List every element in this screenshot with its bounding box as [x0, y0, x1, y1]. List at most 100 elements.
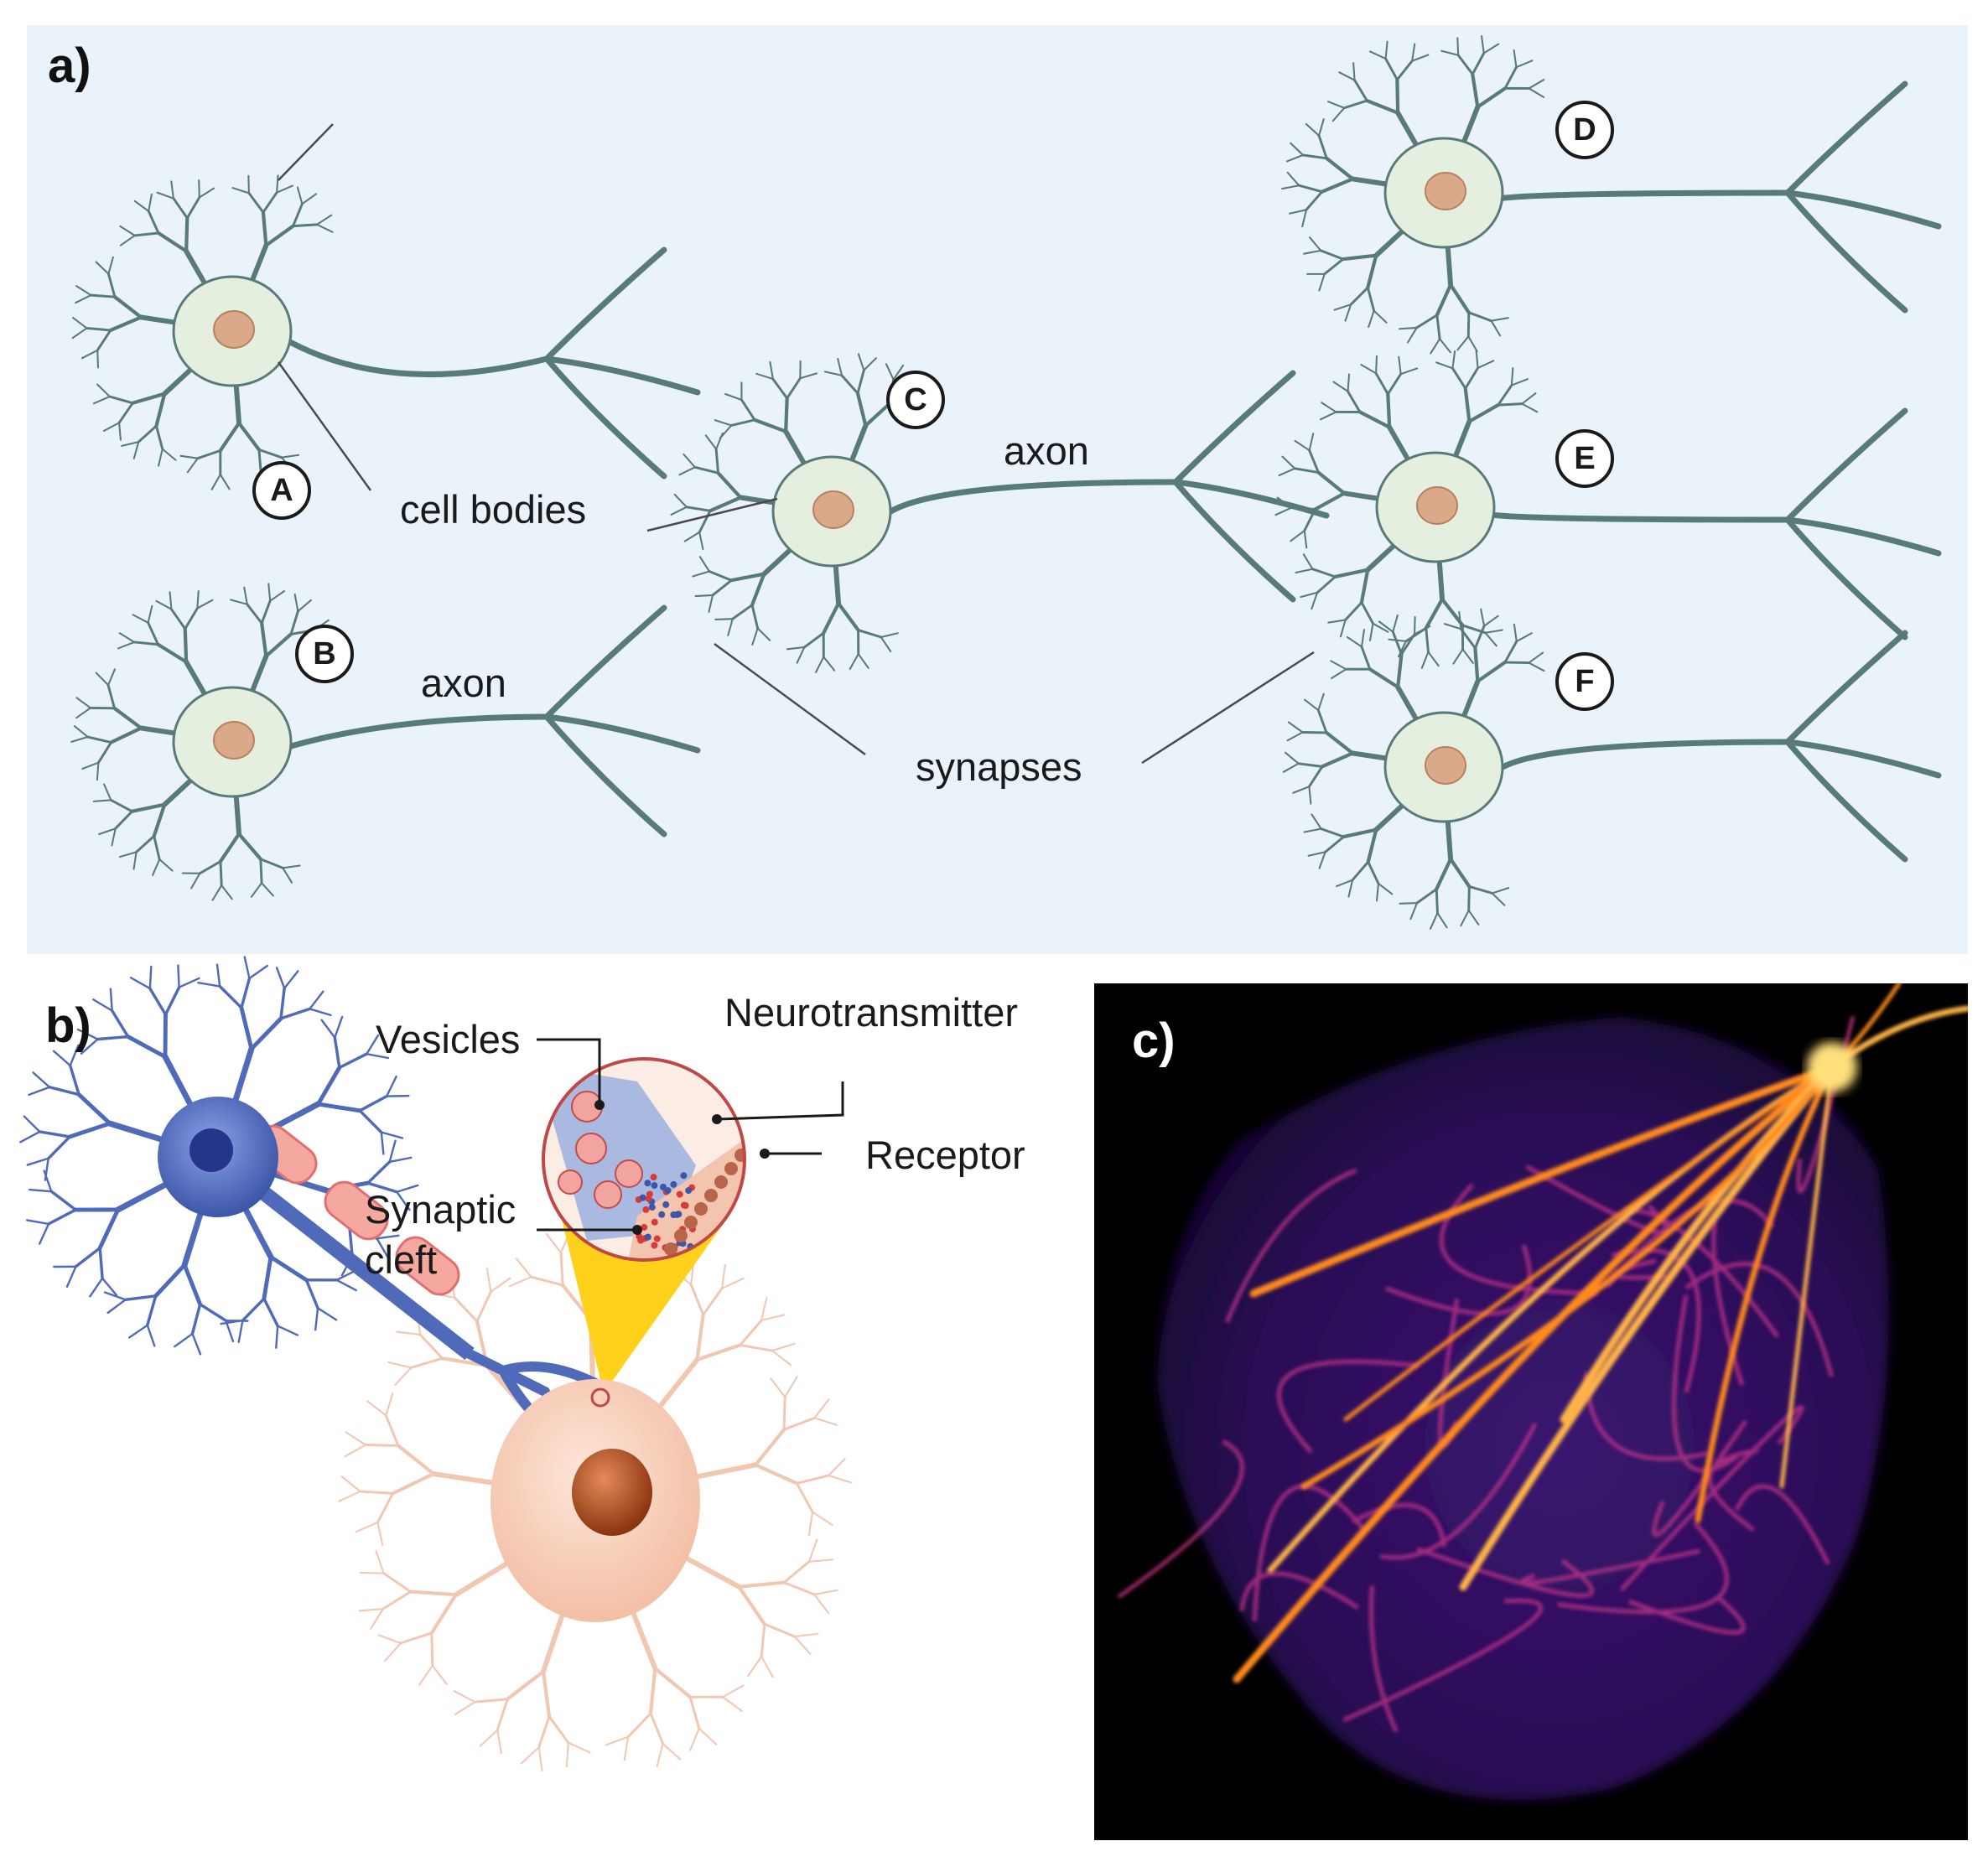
dendrite [1467, 403, 1500, 423]
presynaptic-dendrite [148, 987, 168, 1016]
dendrite [264, 632, 293, 658]
dendrite [670, 506, 688, 516]
panel-c-fluorescence-image: c) [1094, 983, 1968, 1840]
dendrite [1368, 309, 1375, 329]
postsynaptic-dendrite [364, 1444, 400, 1447]
dendrite [243, 586, 248, 605]
neurotransmitter-dot [651, 1242, 658, 1249]
dendrite [158, 448, 164, 467]
neurotransmitter-label: Neurotransmitter [724, 990, 1018, 1035]
vesicle [615, 1159, 643, 1188]
zoom-cone [562, 1220, 726, 1393]
postsynaptic-dendrite [760, 1622, 766, 1658]
dendrite [1407, 326, 1418, 344]
postsynaptic-dendrite [648, 1666, 657, 1715]
axon-terminal [1784, 80, 1908, 196]
dendrite [196, 599, 214, 609]
dendrite [117, 640, 136, 650]
dendrite [1341, 253, 1378, 262]
postsynaptic-dendrite [656, 1742, 664, 1768]
dendrite [132, 851, 138, 870]
myelin-sheath [395, 1236, 460, 1296]
receptor-label: Receptor [865, 1133, 1025, 1177]
axon-terminal [543, 604, 667, 720]
dendrite [698, 556, 710, 573]
postsynaptic-dendrite [605, 1735, 630, 1746]
dendrite [1497, 384, 1513, 407]
postsynaptic-dendrite [506, 1669, 546, 1701]
dendrite [1480, 608, 1486, 627]
dendrite [1330, 668, 1347, 680]
dendrite [1451, 350, 1456, 370]
postsynaptic-dendrite [490, 1277, 511, 1293]
dendrite [147, 621, 160, 646]
dendrite [1440, 49, 1460, 56]
dendrite [1366, 253, 1378, 290]
dendrite [90, 293, 117, 298]
postsynaptic-dendrite [793, 1632, 819, 1638]
dendrite [1461, 648, 1474, 664]
dendrite [118, 851, 138, 858]
postsynaptic-dendrite [548, 1714, 570, 1745]
dendrite [118, 422, 122, 441]
presynaptic-dendrite [279, 987, 286, 1020]
presynaptic-dendrite [109, 988, 113, 1012]
dendrite [1297, 762, 1324, 768]
dendrite [1430, 912, 1439, 930]
dendrite [1301, 731, 1328, 734]
vesicle [575, 1133, 607, 1164]
postsynaptic-dendrite [453, 1296, 479, 1323]
dendrite [1503, 65, 1518, 90]
dendrite [198, 179, 200, 199]
postsynaptic-dendrite [387, 1361, 413, 1369]
dendrite [855, 392, 868, 428]
dendrite [1490, 319, 1502, 337]
presynaptic-dendrite [106, 1299, 127, 1315]
postsynaptic-dendrite [737, 1584, 766, 1626]
panel-b-synapse-illustration: b) Vesicles Neurotransmitter Receptor Sy… [0, 956, 1082, 1867]
dendrite [1452, 648, 1464, 665]
dendrite [108, 395, 134, 405]
dendrite [107, 256, 114, 275]
dendrite [1319, 411, 1337, 421]
postsynaptic-dendrite [376, 1521, 384, 1547]
dendrite [1386, 372, 1403, 396]
presynaptic-dendrite [76, 1092, 112, 1126]
dendrite [1320, 751, 1355, 769]
postsynaptic-dendrite [698, 1727, 718, 1745]
postsynaptic-dendrite [515, 1258, 532, 1278]
dendrite [75, 707, 92, 719]
dendrite [103, 783, 112, 801]
postsynaptic-dendrite [418, 1333, 444, 1360]
dendrite [133, 231, 160, 237]
dendrite [92, 395, 111, 405]
dendrite [1290, 529, 1305, 542]
axon-terminal [1784, 739, 1942, 779]
dendrite [236, 832, 262, 861]
dendrite [1331, 106, 1346, 122]
postsynaptic-dendrite [807, 1511, 814, 1537]
presynaptic-dendrite [376, 1237, 389, 1259]
presynaptic-dendrite [358, 1109, 383, 1134]
postsynaptic-dendrite [375, 1550, 385, 1574]
faint-fiber [1117, 1439, 1244, 1599]
dendrite [293, 593, 299, 613]
dendrite [1311, 591, 1319, 610]
faint-fiber [1734, 1484, 1830, 1565]
postsynaptic-dendrite [813, 1589, 838, 1595]
dendrite [857, 353, 865, 371]
dendrite [109, 798, 133, 813]
nucleus [213, 310, 255, 349]
presynaptic-dendrite [237, 1319, 244, 1343]
dendrite [1320, 177, 1355, 194]
presynaptic-dendrite [190, 1303, 202, 1335]
dendrite [822, 601, 841, 635]
dendrite [1414, 615, 1416, 635]
dendrite [1311, 568, 1337, 578]
dendrite [1338, 71, 1356, 81]
presynaptic-dendrite [80, 1038, 99, 1055]
postsynaptic-dendrite [537, 1746, 543, 1772]
presynaptic-dendrite [275, 967, 286, 990]
dendrite [1375, 355, 1378, 375]
faint-fiber [1351, 1502, 1447, 1548]
